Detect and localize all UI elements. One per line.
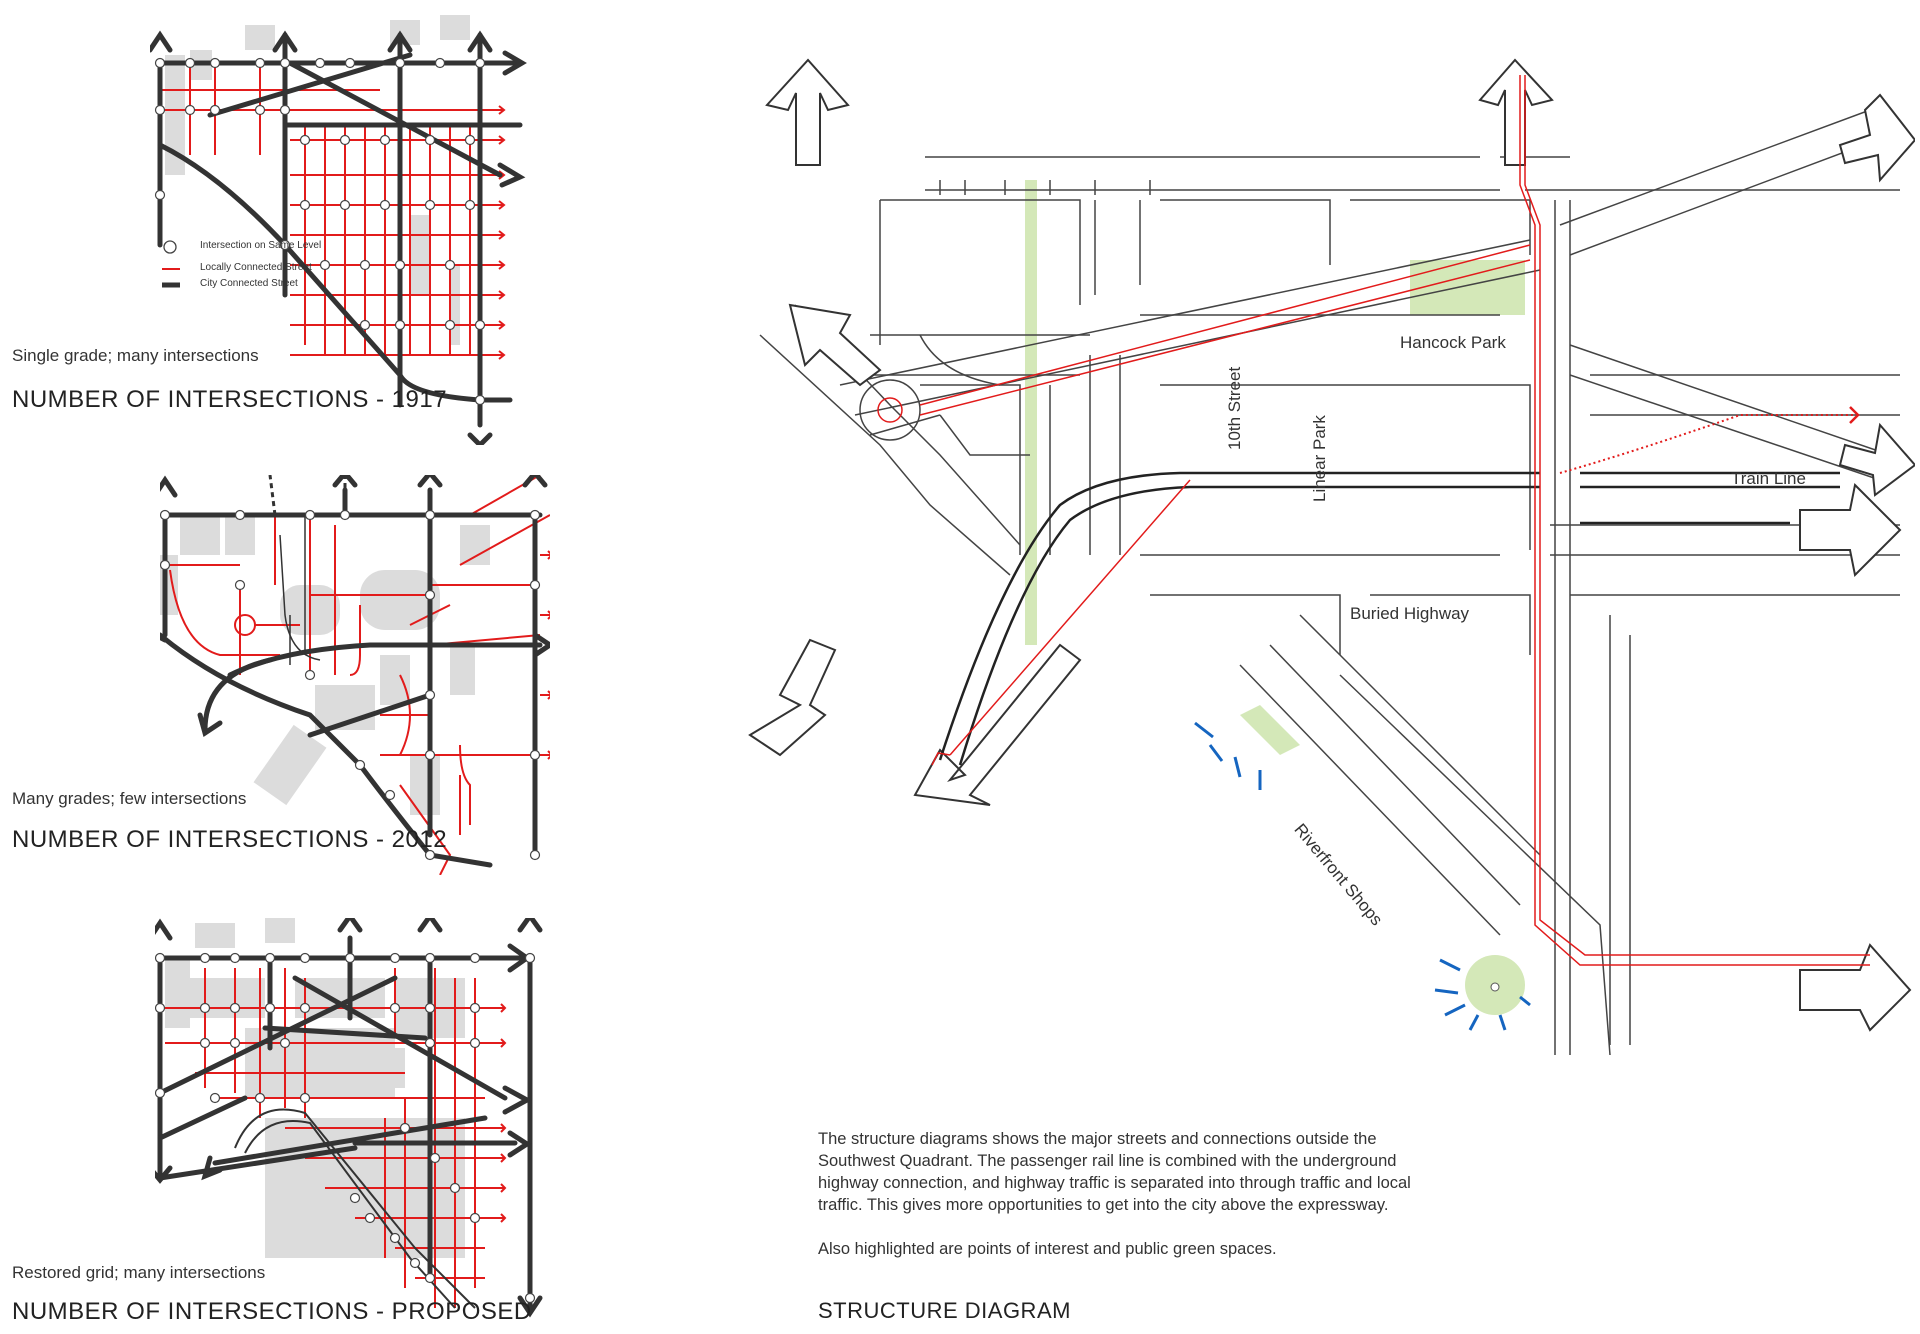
city-arrows bbox=[160, 475, 550, 737]
rail-line bbox=[919, 75, 1870, 966]
city-arrows bbox=[150, 30, 527, 445]
local-street-arrows bbox=[380, 105, 506, 360]
description-paragraph-2: Also highlighted are points of interest … bbox=[818, 1240, 1277, 1258]
panel-1917-map bbox=[150, 15, 527, 445]
train-line-label: Train Line bbox=[1731, 469, 1806, 488]
diagonal-avenues bbox=[759, 109, 1891, 576]
city-streets bbox=[160, 487, 543, 868]
roundabout bbox=[859, 379, 921, 441]
linear-park-label: Linear Park bbox=[1310, 415, 1329, 502]
legend bbox=[162, 240, 180, 288]
direction-arrows bbox=[748, 58, 1915, 1032]
panel-1917-title: NUMBER OF INTERSECTIONS - 1917 bbox=[12, 386, 448, 413]
local-street-arrows bbox=[485, 1003, 507, 1223]
structure-diagram-map bbox=[748, 58, 1915, 1056]
train-line-arrow-head bbox=[1849, 406, 1860, 424]
panel-2012-map bbox=[160, 475, 550, 875]
panel-2012-title: NUMBER OF INTERSECTIONS - 2012 bbox=[12, 826, 448, 853]
intersection-nodes bbox=[155, 952, 536, 1304]
panel-2012-subtitle: Many grades; few intersections bbox=[12, 789, 247, 808]
buried-highway-label: Buried Highway bbox=[1350, 604, 1470, 623]
intersection-nodes bbox=[160, 509, 541, 861]
panel-proposed-subtitle: Restored grid; many intersections bbox=[12, 1263, 266, 1282]
points-of-interest bbox=[1194, 721, 1531, 1031]
buried-highway bbox=[938, 471, 1840, 766]
legend-local-label: Locally Connected Street bbox=[200, 262, 312, 273]
street-blocks bbox=[869, 156, 1900, 1056]
intersection-nodes bbox=[154, 57, 486, 406]
legend-city-label: City Connected Street bbox=[200, 278, 298, 289]
train-line-path bbox=[1559, 414, 1855, 474]
panel-proposed-title: NUMBER OF INTERSECTIONS - PROPOSED bbox=[12, 1298, 532, 1325]
legend-intersection-label: Intersection on Same Level bbox=[200, 240, 322, 251]
tenth-street-label: 10th Street bbox=[1225, 366, 1244, 450]
structure-diagram-title: STRUCTURE DIAGRAM bbox=[818, 1298, 1071, 1323]
building-footprints bbox=[160, 515, 490, 815]
city-streets bbox=[157, 935, 533, 1311]
grade-separated-streets bbox=[279, 515, 321, 665]
green-spaces bbox=[1025, 180, 1525, 1015]
panel-1917-subtitle: Single grade; many intersections bbox=[12, 346, 259, 365]
dashed-streets bbox=[268, 475, 347, 516]
city-arrows bbox=[155, 918, 543, 1318]
poi-marker bbox=[1490, 982, 1500, 992]
structure-description: The structure diagrams shows the major s… bbox=[818, 1128, 1458, 1282]
lower-level-streets bbox=[234, 1108, 476, 1309]
local-streets bbox=[169, 475, 550, 875]
panel-proposed-map bbox=[155, 918, 543, 1318]
hancock-park-label: Hancock Park bbox=[1400, 333, 1506, 352]
building-footprints bbox=[165, 918, 465, 1258]
description-paragraph-1: The structure diagrams shows the major s… bbox=[818, 1130, 1411, 1214]
local-street-arrows bbox=[540, 550, 550, 760]
